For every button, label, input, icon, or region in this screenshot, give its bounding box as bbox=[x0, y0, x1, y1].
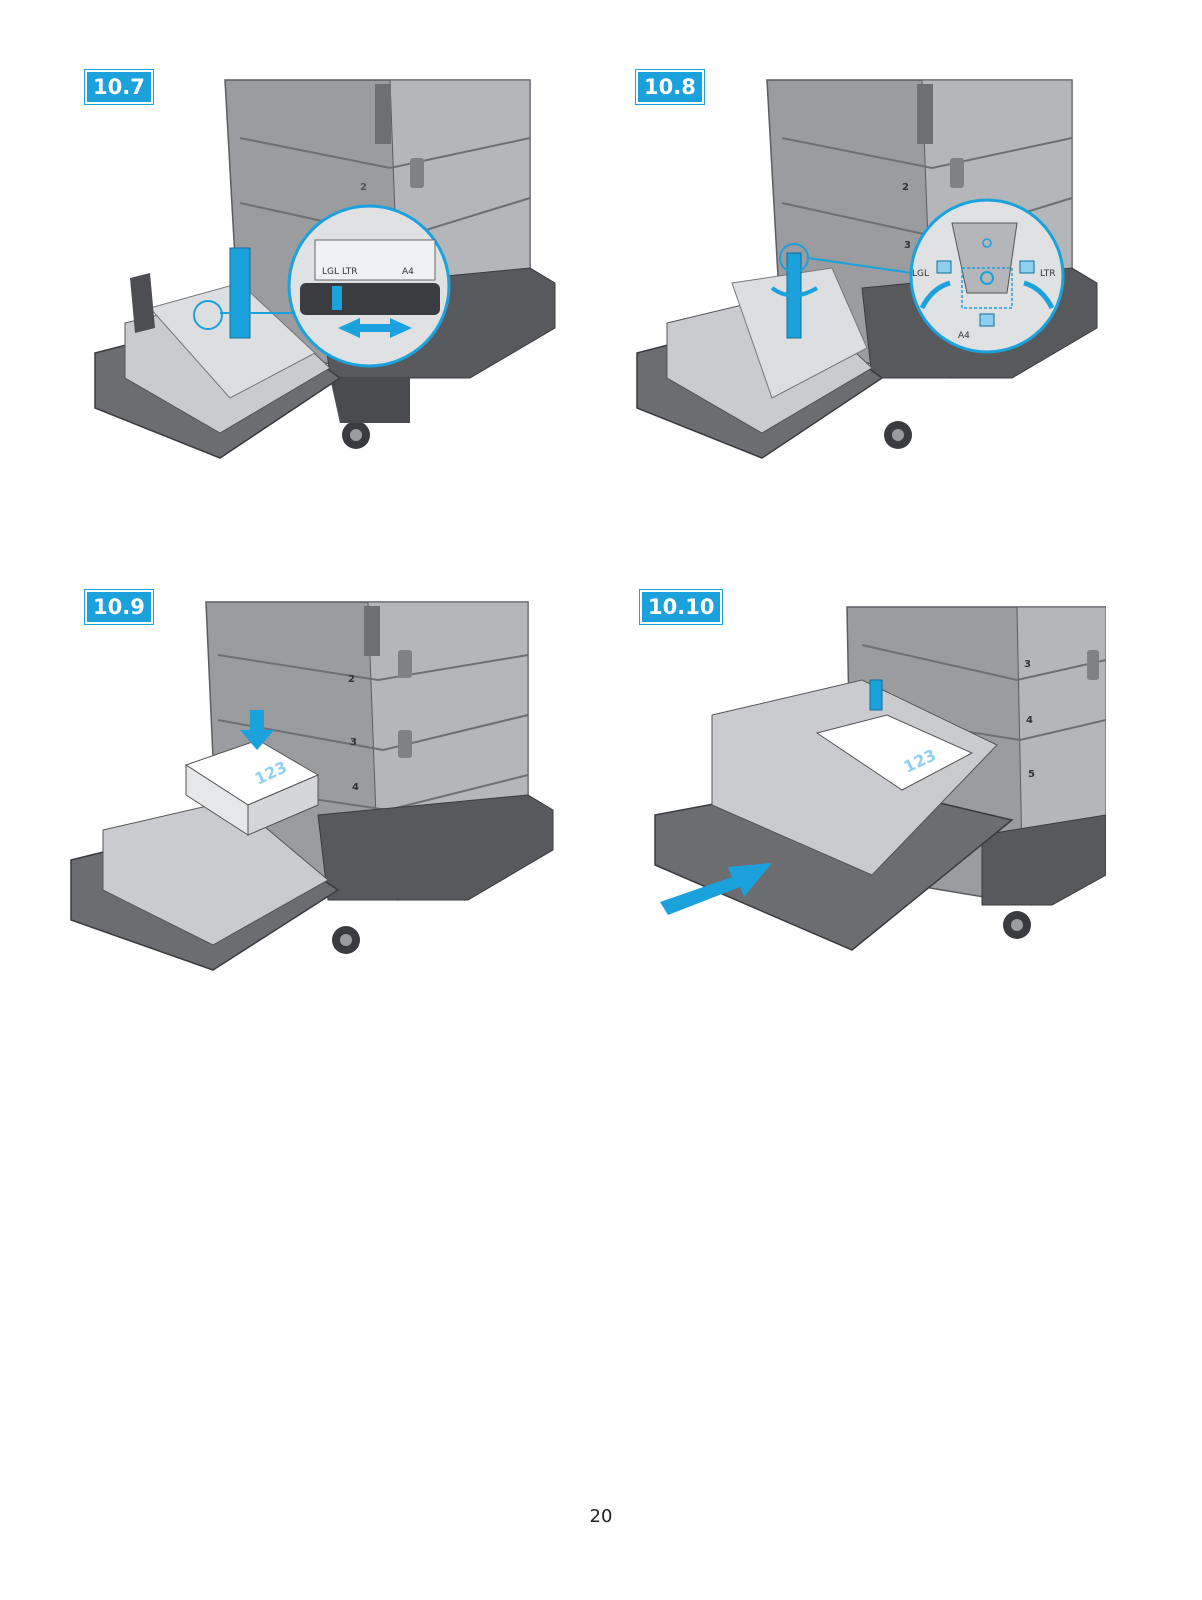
lgl-label: LGL bbox=[912, 269, 929, 279]
illustration-step-10-7: 2 LGL LTR A4 bbox=[90, 78, 560, 470]
drawer-number: 3 bbox=[1024, 659, 1031, 670]
printer-drawer-guide-adjust: 2 LGL LTR A4 bbox=[94, 79, 556, 459]
illustration-step-10-9: 2 3 4 5 123 bbox=[68, 600, 558, 982]
drawer-number: 3 bbox=[350, 737, 357, 748]
vent-grille bbox=[917, 84, 933, 144]
step-badge-10-8: 10.8 bbox=[635, 69, 705, 105]
printer-drawer-load-paper: 2 3 4 5 123 bbox=[70, 601, 554, 971]
drawer-number: 2 bbox=[902, 182, 909, 193]
step-badge-10-9: 10.9 bbox=[84, 589, 154, 625]
illustration-step-10-10: 3 4 5 123 bbox=[652, 605, 1106, 975]
drawer-handle bbox=[398, 650, 412, 678]
ltr-label: LTR bbox=[1040, 269, 1056, 279]
drawer-handle bbox=[1087, 650, 1099, 680]
drawer-handle bbox=[950, 158, 964, 188]
drawer-number: 2 bbox=[348, 674, 355, 685]
drawer-number: 4 bbox=[1026, 715, 1033, 726]
drawer-handle bbox=[410, 158, 424, 188]
step-badge-10-7: 10.7 bbox=[84, 69, 154, 105]
vent-grille bbox=[364, 606, 380, 656]
paper-guide[interactable] bbox=[229, 247, 251, 339]
drawer-number: 2 bbox=[360, 182, 367, 193]
push-arrow-icon bbox=[660, 863, 772, 915]
rotate-arrow-icon bbox=[919, 280, 951, 310]
guide-lever[interactable] bbox=[332, 286, 342, 310]
a4-label: A4 bbox=[402, 267, 414, 277]
printer-drawer-close: 3 4 5 123 bbox=[654, 606, 1106, 951]
callout-target bbox=[193, 300, 223, 330]
ltr-label: LTR bbox=[342, 267, 358, 277]
a4-label: A4 bbox=[958, 331, 970, 341]
illustration-step-10-8: 2 3 4 LGL LTR A4 bbox=[632, 78, 1102, 470]
drawer-handle bbox=[398, 730, 412, 758]
drawer-number: 5 bbox=[1028, 769, 1035, 780]
printer-drawer-corner-guide: 2 3 4 LGL LTR A4 bbox=[636, 79, 1098, 459]
step-badge-10-10: 10.10 bbox=[638, 589, 724, 625]
drawer-number: 4 bbox=[352, 782, 359, 793]
double-arrow-icon bbox=[338, 318, 412, 338]
page-number: 20 bbox=[589, 1506, 613, 1527]
vent-grille bbox=[375, 84, 391, 144]
rotate-arrow-icon bbox=[1023, 280, 1055, 310]
lgl-label: LGL bbox=[322, 267, 339, 277]
drawer-number: 3 bbox=[904, 240, 911, 251]
paper-stack bbox=[815, 714, 974, 791]
rotate-arrow-icon bbox=[770, 286, 819, 298]
down-arrow-icon bbox=[240, 710, 274, 750]
